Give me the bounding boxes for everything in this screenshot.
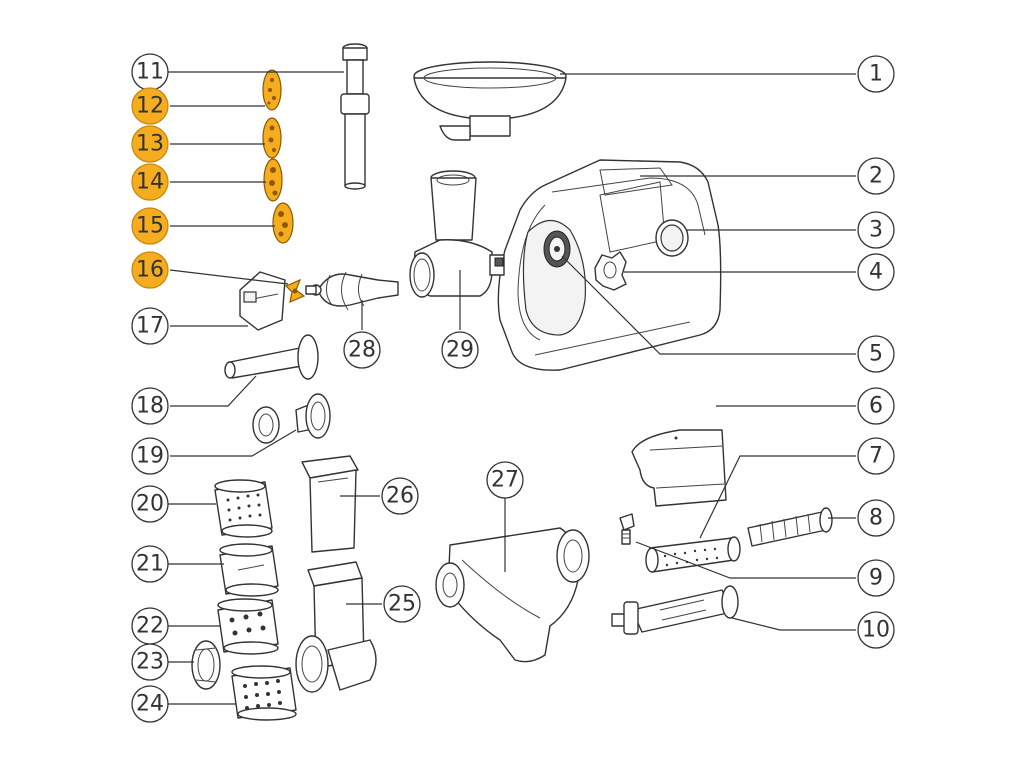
svg-text:24: 24 [136,692,164,717]
callout-17: 17 [131,307,169,345]
part-juicer-cover [631,429,727,507]
callout-19: 19 [131,437,169,475]
callout-23: 23 [131,643,169,681]
callout-14: 14 [131,163,169,201]
part-auger [305,271,399,311]
callout-13: 13 [131,125,169,163]
part-juicer-spiral [747,507,833,547]
part-disc-15 [272,202,294,244]
svg-text:10: 10 [862,618,890,643]
svg-text:15: 15 [136,214,164,239]
part-drum-24 [231,665,297,721]
svg-text:3: 3 [869,218,883,243]
callout-6: 6 [857,387,895,425]
part-drum-22 [217,598,279,655]
callout-8: 8 [857,499,895,537]
part-cone-17 [239,271,286,331]
svg-text:27: 27 [491,468,519,493]
part-juicer-plug [619,513,635,545]
svg-text:21: 21 [136,552,164,577]
svg-text:28: 28 [348,338,376,363]
part-disc-13 [262,117,282,159]
callout-24: 24 [131,685,169,723]
part-hopper-tray [413,61,567,141]
part-juicer-outlet [611,585,739,635]
callout-26: 26 [381,477,419,515]
svg-text:17: 17 [136,314,164,339]
callout-1: 1 [857,55,895,93]
leader-lines [166,71,856,705]
svg-text:18: 18 [136,394,164,419]
callout-18: 18 [131,387,169,425]
callout-15: 15 [131,207,169,245]
callout-27: 27 [486,461,524,499]
callout-2: 2 [857,157,895,195]
svg-text:14: 14 [136,170,164,195]
part-food-pusher [340,43,370,190]
callout-9: 9 [857,559,895,597]
part-juicer-bowl [435,527,590,663]
part-disc-14 [263,158,283,202]
svg-text:4: 4 [869,260,883,285]
svg-text:13: 13 [136,132,164,157]
callout-5: 5 [857,335,895,373]
part-kubbe-set [252,393,331,444]
callout-29: 29 [441,331,479,369]
callout-12: 12 [131,87,169,125]
callout-3: 3 [857,211,895,249]
part-drum-cap [191,640,221,690]
callout-21: 21 [131,545,169,583]
part-slicer-body [295,561,377,693]
svg-text:23: 23 [136,650,164,675]
svg-text:12: 12 [136,94,164,119]
svg-text:2: 2 [869,164,883,189]
callout-28: 28 [343,331,381,369]
part-slicer-pusher [301,455,359,553]
callout-10: 10 [857,611,895,649]
svg-text:20: 20 [136,492,164,517]
svg-text:25: 25 [388,592,416,617]
part-drum-21 [219,543,279,597]
svg-text:16: 16 [136,258,164,283]
svg-text:8: 8 [869,506,883,531]
svg-text:19: 19 [136,444,164,469]
part-grinder-head [409,170,505,298]
part-switch [655,219,689,257]
svg-text:9: 9 [869,566,883,591]
part-motor-socket [543,230,571,268]
callout-7: 7 [857,437,895,475]
callout-25: 25 [383,585,421,623]
part-cutting-knife [284,278,306,304]
part-juicer-screen [645,536,741,573]
part-disc-12 [262,69,282,111]
callout-11: 11 [131,53,169,91]
callout-16: 16 [131,251,169,289]
part-drum-20 [214,479,273,538]
svg-text:5: 5 [869,342,883,367]
part-sausage-nozzle [224,334,319,380]
svg-text:22: 22 [136,614,164,639]
callout-22: 22 [131,607,169,645]
callout-4: 4 [857,253,895,291]
svg-text:6: 6 [869,394,883,419]
part-lock-knob [594,251,627,291]
callout-20: 20 [131,485,169,523]
svg-text:1: 1 [869,62,883,87]
svg-text:26: 26 [386,484,414,509]
svg-text:29: 29 [446,338,474,363]
svg-text:7: 7 [869,444,883,469]
svg-text:11: 11 [136,60,164,85]
